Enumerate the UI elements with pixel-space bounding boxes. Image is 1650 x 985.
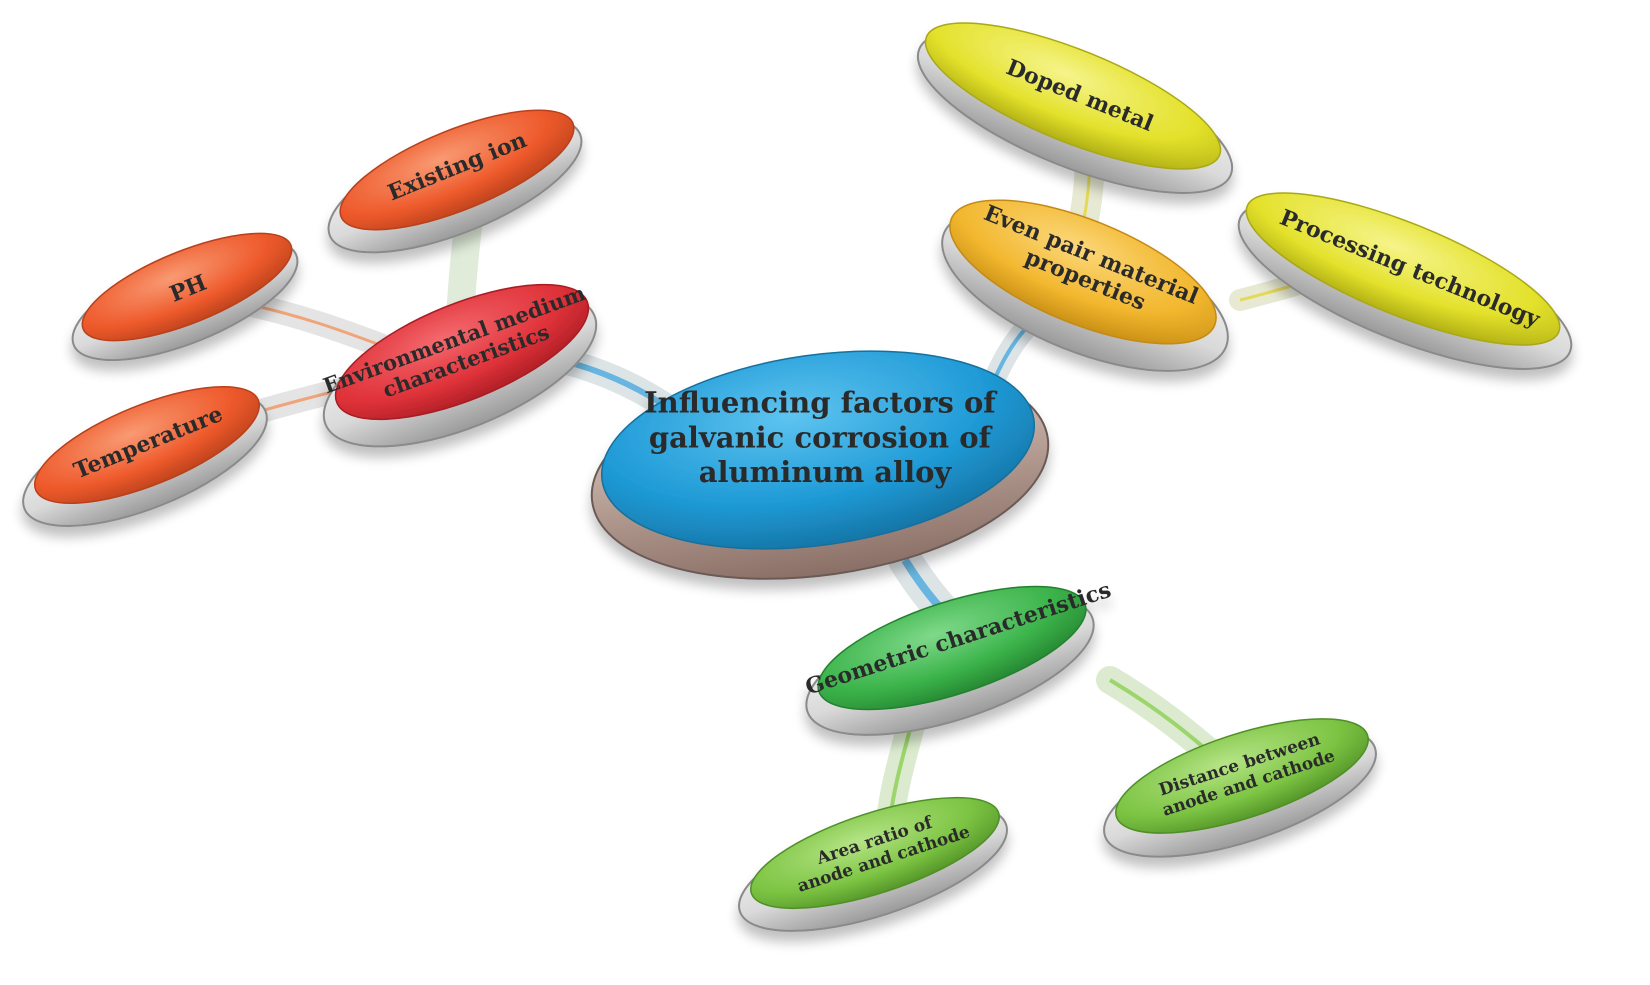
leaf-node-area-ratio: Area ratio of anode and cathode — [738, 796, 1008, 932]
hub-node-geometry: Geometric characteristics — [802, 577, 1114, 736]
leaf-node-processing: Processing technology — [1237, 192, 1573, 370]
leaf-node-temperature: Temperature — [22, 385, 268, 527]
leaf-node-ph: PH — [71, 232, 299, 362]
center-label: Influencing factors of galvanic corrosio… — [644, 386, 1006, 490]
center-node: Influencing factors of galvanic corrosio… — [590, 350, 1050, 580]
leaf-node-existing-ion: Existing ion — [327, 109, 583, 254]
leaf-node-distance: Distance between anode and cathode — [1103, 718, 1377, 858]
